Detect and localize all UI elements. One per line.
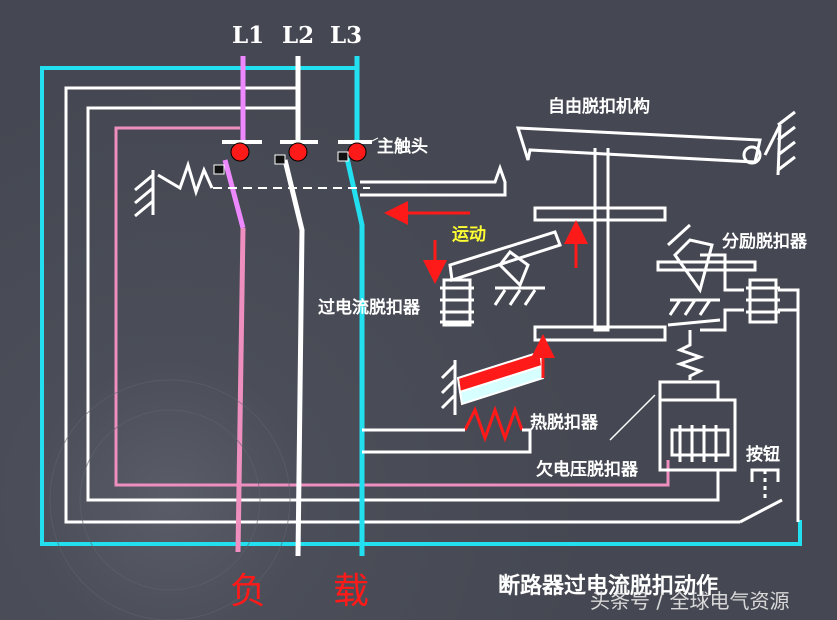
phase-l2 [282, 56, 305, 557]
label-overcurrent-release: 过电流脱扣器 [318, 298, 420, 318]
phase-l3 [344, 56, 365, 556]
label-shunt-release: 分励脱扣器 [722, 232, 807, 252]
label-motion: 运动 [452, 225, 486, 245]
heater-coil [463, 405, 524, 443]
phase-label-l1: L1 [232, 22, 265, 49]
phase-label-l3: L3 [330, 22, 363, 49]
overcurrent-lever [448, 230, 562, 306]
overcurrent-coil [440, 278, 474, 327]
pink-wire [114, 126, 670, 487]
phase-l1 [222, 56, 246, 553]
label-free-trip: 自由脱扣机构 [548, 97, 650, 117]
main-contacts [213, 137, 379, 175]
label-button: 按钮 [746, 445, 780, 465]
control-wires [64, 86, 800, 524]
phase-label-l2: L2 [282, 22, 315, 49]
watermark: 头条号 / 全球电气资源 [590, 589, 790, 613]
motion-arrows [384, 201, 588, 378]
thermal-wire [362, 428, 532, 454]
rod [360, 163, 507, 197]
label-thermal-release: 热脱扣器 [530, 413, 598, 433]
bimetal-strip [440, 350, 545, 415]
return-spring [134, 160, 370, 218]
undervoltage-release [609, 380, 737, 472]
shunt-lever [656, 223, 757, 380]
load-label-left: 负 [230, 571, 267, 612]
background-dial [49, 379, 291, 620]
cyan-wire [40, 66, 802, 546]
free-trip-mechanism [515, 110, 796, 342]
label-main-contact: 主触头 [377, 137, 428, 157]
label-undervoltage-release: 欠电压脱扣器 [536, 460, 638, 480]
push-button [750, 468, 780, 500]
load-label-right: 载 [333, 571, 370, 612]
caption: 断路器过电流脱扣动作 [498, 573, 719, 599]
shunt-coil [746, 278, 780, 324]
